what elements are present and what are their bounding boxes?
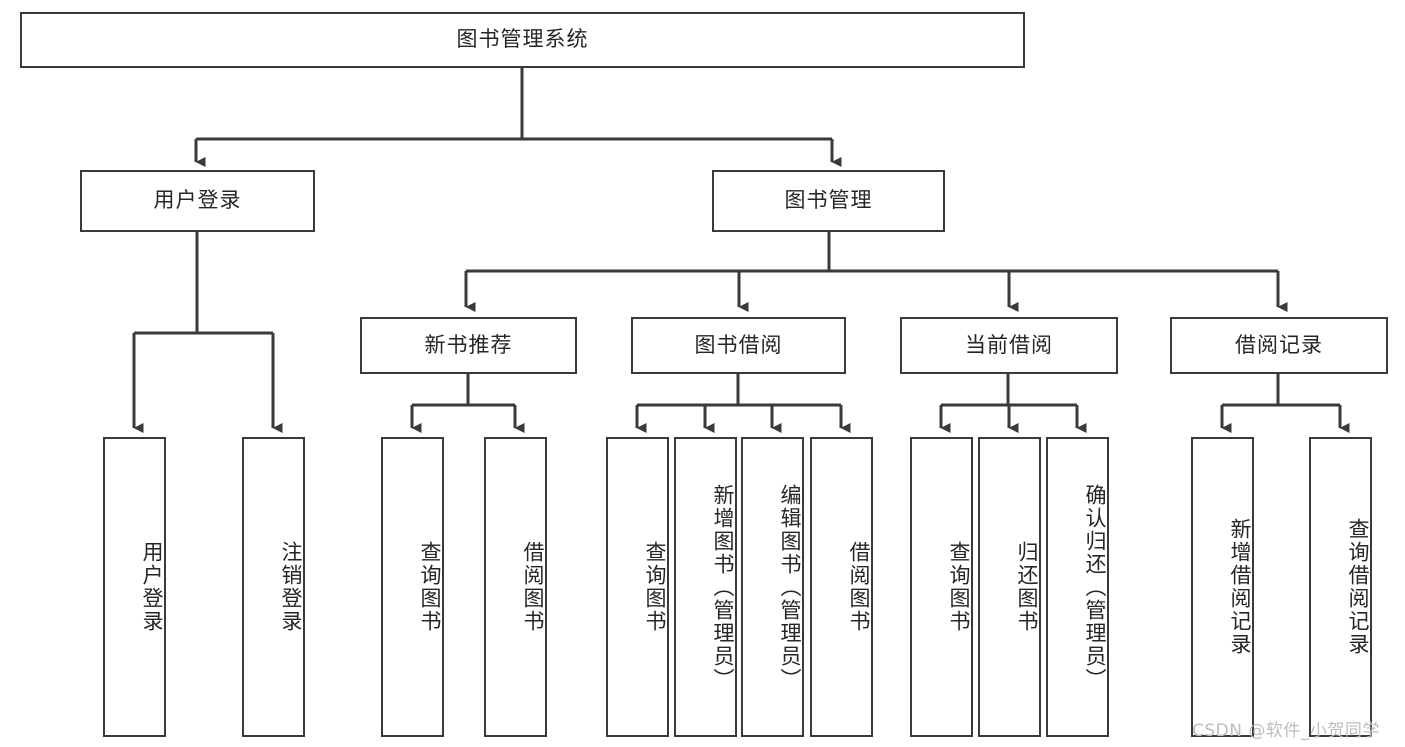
node-book-borrow[interactable]: 图书借阅 (631, 317, 846, 374)
leaf-add-book-admin[interactable]: 新增图书（管理员） (674, 437, 737, 737)
leaf-logout[interactable]: 注销登录 (242, 437, 305, 737)
leaf-borrow-book[interactable]: 借阅图书 (810, 437, 873, 737)
node-label: 图书管理系统 (456, 27, 589, 52)
node-label: 图书管理 (784, 188, 873, 213)
node-label: 图书借阅 (694, 332, 783, 357)
node-label: 编辑图书（管理员） (778, 483, 802, 691)
leaf-return-book[interactable]: 归还图书 (978, 437, 1041, 737)
node-label: 归还图书 (1015, 541, 1039, 633)
leaf-query-book-current[interactable]: 查询图书 (910, 437, 973, 737)
node-new-book-recommend[interactable]: 新书推荐 (360, 317, 577, 374)
node-user-login[interactable]: 用户登录 (80, 170, 315, 232)
leaf-query-borrow-record[interactable]: 查询借阅记录 (1309, 437, 1372, 737)
node-label: 用户登录 (140, 541, 164, 633)
leaf-confirm-return-admin[interactable]: 确认归还（管理员） (1046, 437, 1109, 737)
node-borrow-records[interactable]: 借阅记录 (1170, 317, 1388, 374)
node-label: 新书推荐 (424, 332, 513, 357)
node-label: 新增借阅记录 (1228, 518, 1252, 656)
leaf-edit-book-admin[interactable]: 编辑图书（管理员） (741, 437, 804, 737)
node-label: 用户登录 (153, 188, 242, 213)
node-label: 当前借阅 (965, 332, 1053, 357)
node-book-management[interactable]: 图书管理 (712, 170, 945, 232)
csdn-watermark: CSDN @软件_小贺同学 (1192, 721, 1380, 741)
node-label: 借阅图书 (521, 541, 545, 633)
node-label: 查询图书 (643, 541, 667, 633)
node-label: 查询图书 (947, 541, 971, 633)
node-label: 新增图书（管理员） (711, 483, 735, 691)
node-label: 注销登录 (279, 541, 303, 633)
node-root-system[interactable]: 图书管理系统 (20, 12, 1025, 68)
leaf-add-borrow-record[interactable]: 新增借阅记录 (1191, 437, 1254, 737)
node-label: 查询借阅记录 (1346, 518, 1370, 656)
node-label: 确认归还（管理员） (1083, 483, 1107, 691)
node-current-borrow[interactable]: 当前借阅 (900, 317, 1118, 374)
node-label: 查询图书 (418, 541, 442, 633)
leaf-query-book-recommend[interactable]: 查询图书 (381, 437, 444, 737)
node-label: 借阅记录 (1235, 332, 1323, 357)
node-label: 借阅图书 (847, 541, 871, 633)
leaf-user-login[interactable]: 用户登录 (103, 437, 166, 737)
leaf-borrow-book-recommend[interactable]: 借阅图书 (484, 437, 547, 737)
leaf-query-book-borrow[interactable]: 查询图书 (606, 437, 669, 737)
